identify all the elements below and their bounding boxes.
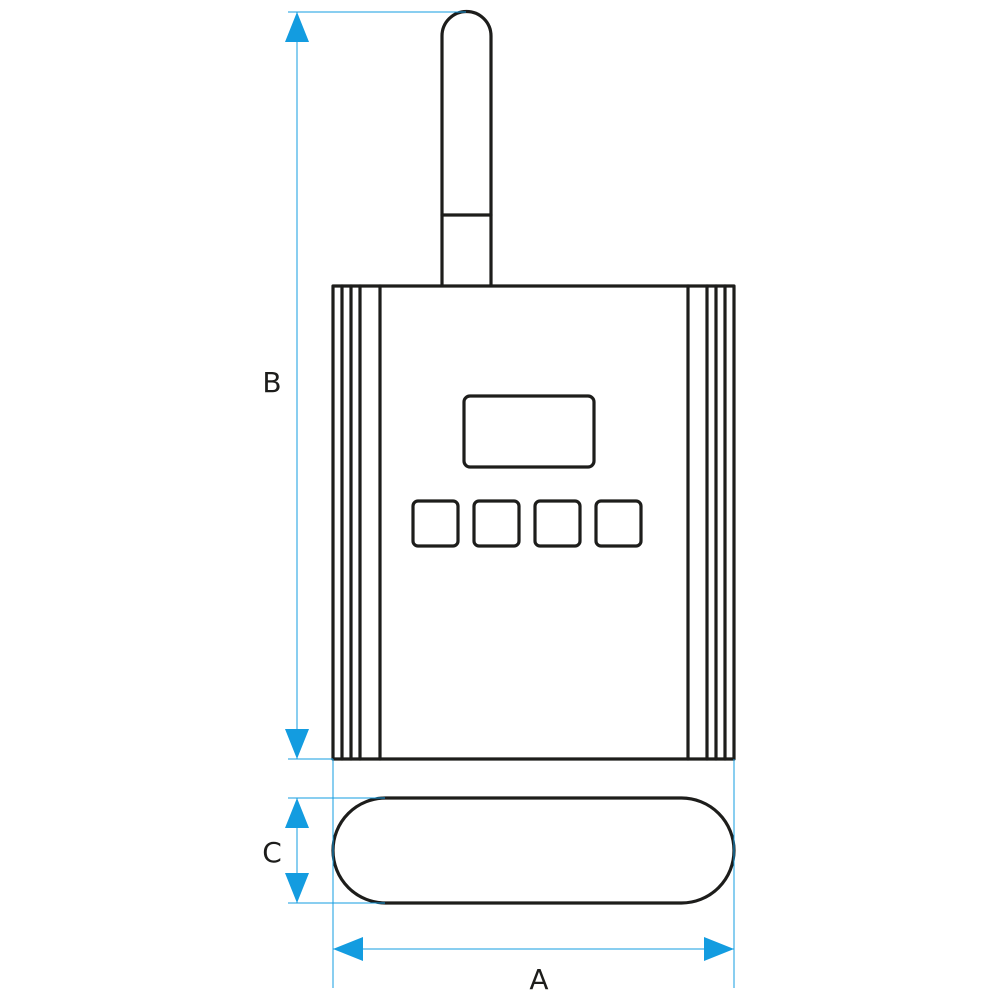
dimension-a-label: A <box>529 963 548 996</box>
dimension-a: A <box>332 759 735 996</box>
right-ribs <box>686 284 727 761</box>
left-ribs <box>340 284 382 761</box>
dimension-a-arrow-left <box>333 937 363 961</box>
device-bottom-view <box>331 796 736 905</box>
button-row <box>411 499 643 548</box>
device-housing <box>331 284 736 761</box>
antenna <box>440 9 493 287</box>
device-button-2 <box>472 499 521 548</box>
dimension-b-arrow-top <box>285 12 309 42</box>
dimension-b: B <box>262 11 466 760</box>
device-button-3 <box>533 499 582 548</box>
display-screen <box>462 394 596 469</box>
dimension-c-arrow-bottom <box>285 873 309 903</box>
dimension-c-label: C <box>262 836 282 869</box>
dimension-c-arrow-top <box>285 798 309 828</box>
dimension-a-arrow-right <box>704 937 734 961</box>
antenna-body <box>440 9 493 287</box>
dimension-c: C <box>262 797 385 904</box>
device-button-4 <box>594 499 643 548</box>
housing-outline <box>331 284 736 761</box>
dimension-b-arrow-bottom <box>285 729 309 759</box>
device-button-1 <box>411 499 460 548</box>
dimension-b-label: B <box>262 366 281 399</box>
